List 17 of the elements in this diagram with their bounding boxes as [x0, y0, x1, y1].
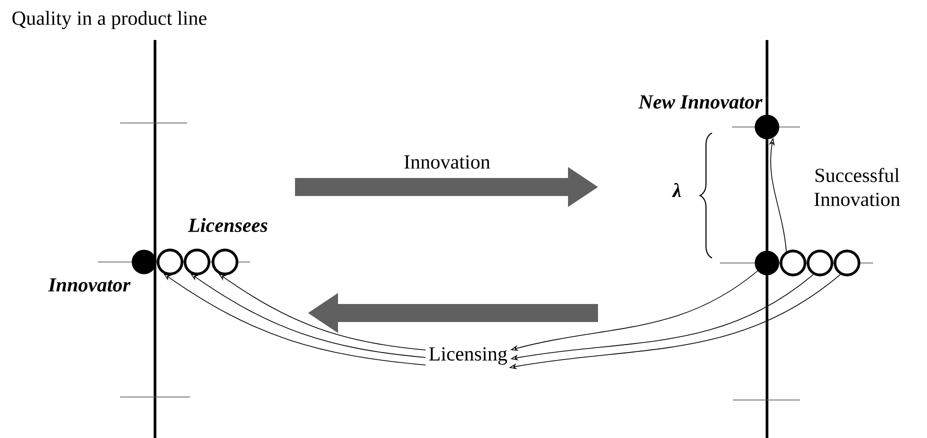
open-circle: [834, 250, 860, 276]
open-circle: [212, 248, 238, 276]
filled-dot: [132, 250, 156, 274]
text-label: Licensees: [188, 218, 268, 232]
open-circle: [806, 250, 834, 276]
open-circle: [156, 248, 184, 276]
firm-label: New Innovator: [638, 95, 763, 109]
filled-dot: [754, 250, 780, 276]
text-label: Licensing: [429, 347, 508, 365]
text-label: Quality in a product line: [12, 10, 206, 30]
edge-label: Successful Innovation: [814, 168, 900, 206]
open-circle: [184, 248, 210, 276]
open-circle: [780, 250, 806, 276]
firm-label: Innovator: [48, 278, 131, 292]
text-label: Innovation: [404, 155, 490, 169]
filled-dot: [754, 114, 780, 140]
text-label: λ: [672, 182, 681, 198]
